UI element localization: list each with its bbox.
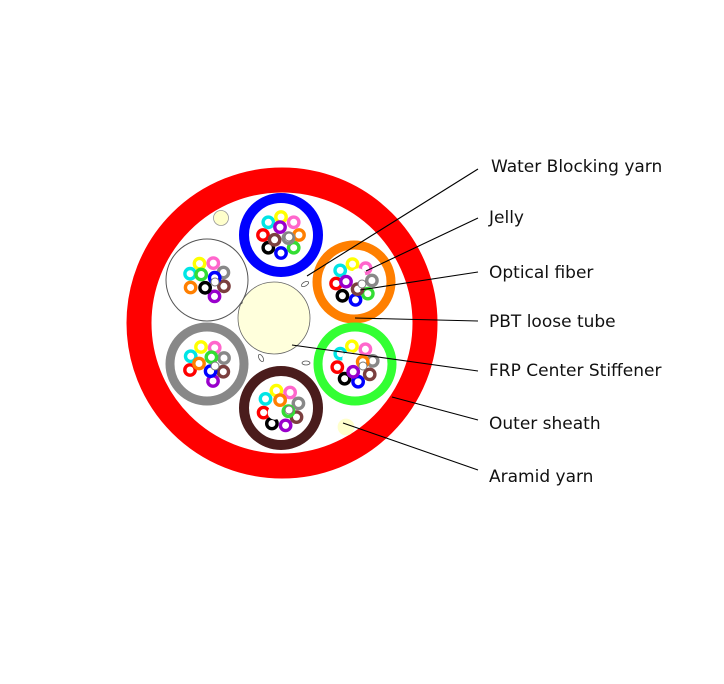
fiber-core <box>284 232 294 242</box>
optical-fiber <box>274 246 288 260</box>
optical-fiber <box>283 385 297 400</box>
optical-fiber <box>194 340 208 354</box>
aramid-yarn-bottom <box>337 418 355 436</box>
optical-fiber <box>330 360 345 374</box>
optical-fiber <box>273 220 287 235</box>
label-frp-center-stiffener: FRP Center Stiffener <box>489 361 661 381</box>
optical-fiber <box>216 279 231 294</box>
pbt-loose-tube <box>313 322 397 406</box>
optical-fiber <box>183 280 198 295</box>
optical-fiber <box>273 393 287 407</box>
optical-fiber <box>198 280 213 295</box>
optical-fiber <box>333 263 348 278</box>
jelly-mark <box>257 353 265 363</box>
tube-blue <box>239 193 323 277</box>
fiber-core <box>358 361 368 371</box>
tube-green <box>313 322 397 406</box>
label-water-blocking-yarn: Water Blocking yarn <box>491 157 662 177</box>
leader-pbt-loose-tube <box>354 317 479 322</box>
fiber-core <box>284 405 294 415</box>
optical-fiber <box>351 268 366 283</box>
tube-orange <box>312 240 396 324</box>
optical-fiber <box>264 416 279 431</box>
optical-fiber <box>358 342 373 357</box>
optical-fiber <box>267 405 282 420</box>
leader-optical-fiber <box>359 271 479 291</box>
pbt-loose-tube <box>165 238 249 322</box>
pbt-loose-tube <box>239 193 323 277</box>
label-aramid-yarn: Aramid yarn <box>489 467 593 487</box>
optical-fiber <box>192 373 207 388</box>
optical-fiber <box>183 349 198 364</box>
leader-water-blocking-yarn <box>306 168 479 277</box>
optical-fiber <box>258 391 273 406</box>
fiber-core <box>210 277 220 287</box>
pbt-loose-tube <box>239 366 323 450</box>
optical-fiber <box>335 288 350 303</box>
optical-fiber <box>342 351 357 366</box>
optical-fiber <box>345 257 360 271</box>
tube-gray <box>165 322 249 406</box>
optical-fiber <box>291 396 306 411</box>
optical-fiber <box>183 266 198 281</box>
optical-fiber <box>192 256 207 271</box>
leader-outer-sheath <box>391 396 479 421</box>
optical-fiber <box>292 228 306 242</box>
optical-fiber <box>348 292 363 307</box>
frp-center-stiffener <box>237 281 311 355</box>
optical-fiber <box>344 339 359 354</box>
optical-fiber <box>217 351 231 365</box>
optical-fiber <box>256 228 270 242</box>
aramid-yarn-top <box>213 210 229 226</box>
tube-brown <box>239 366 323 450</box>
optical-fiber <box>183 363 197 377</box>
optical-fiber <box>339 274 353 289</box>
optical-fiber <box>267 232 282 247</box>
leader-jelly <box>365 217 479 272</box>
fiber-core <box>357 279 367 289</box>
leader-frp-center-stiffener <box>291 344 479 372</box>
optical-fiber <box>337 371 352 386</box>
optical-fiber <box>206 256 221 270</box>
optical-fiber <box>216 364 231 379</box>
optical-fiber <box>346 364 361 379</box>
optical-fiber <box>278 418 293 433</box>
optical-fiber <box>194 267 209 282</box>
optical-fiber <box>204 350 219 365</box>
leader-aramid-yarn <box>342 422 479 471</box>
optical-fiber <box>286 215 301 230</box>
label-pbt-loose-tube: PBT loose tube <box>489 312 616 332</box>
jelly-mark <box>300 280 310 288</box>
loose-tubes <box>165 193 397 450</box>
pbt-loose-tube <box>165 322 249 406</box>
fiber-core <box>210 361 220 371</box>
optical-fiber <box>192 356 206 371</box>
label-outer-sheath: Outer sheath <box>489 414 601 434</box>
tube-white <box>165 238 249 322</box>
optical-fiber <box>364 273 379 288</box>
jelly-mark <box>301 360 311 366</box>
optical-fiber <box>256 405 271 420</box>
label-optical-fiber: Optical fiber <box>489 263 593 283</box>
optical-fiber <box>261 215 276 230</box>
pbt-loose-tube <box>312 240 396 324</box>
optical-fiber <box>207 289 222 304</box>
label-jelly: Jelly <box>488 208 524 228</box>
optical-fiber <box>362 367 377 382</box>
